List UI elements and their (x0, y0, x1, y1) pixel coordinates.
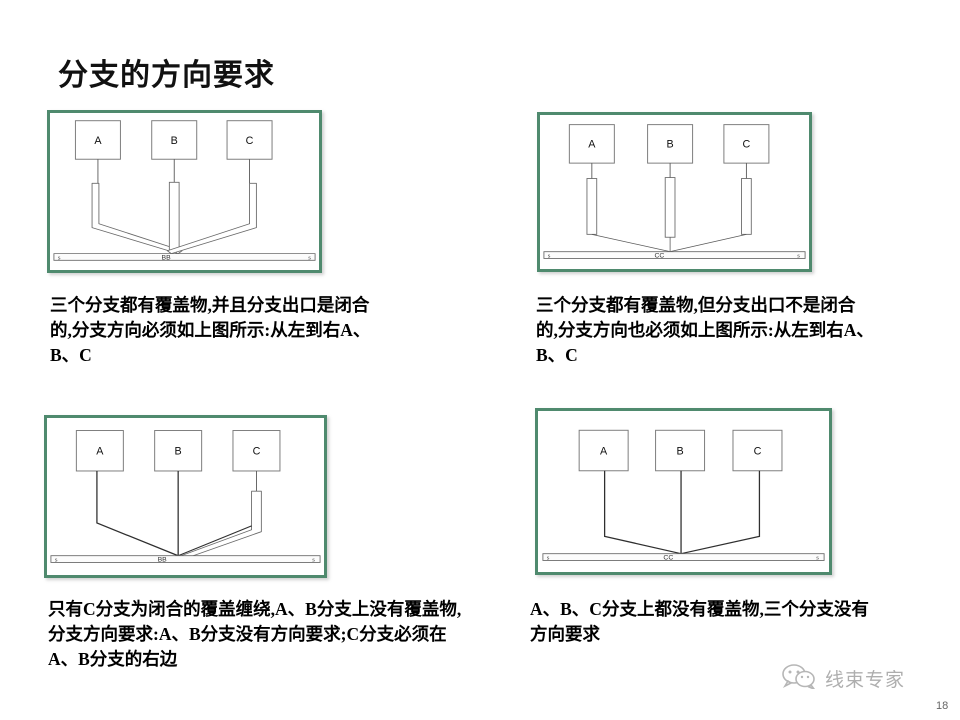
diagram-3-canvas: A B C s s BB (47, 418, 324, 575)
connector-label-a: A (600, 445, 608, 457)
trunk-end-mark-left: s (58, 254, 61, 261)
plain-wire-a (603, 470, 682, 555)
sleeve-a-long (586, 178, 598, 235)
connector-box-a (75, 430, 124, 472)
connector-box-a (74, 120, 121, 160)
wechat-icon-svg (782, 664, 817, 691)
trunk-end-mark-left: s (547, 555, 550, 562)
connector-label-b: B (676, 445, 683, 457)
connector-box-a (568, 124, 615, 164)
page-title: 分支的方向要求 (58, 59, 275, 92)
trunk-bar (53, 253, 316, 261)
open-wire-a (591, 233, 671, 253)
connector-label-c: C (253, 446, 261, 458)
connector-box-c (226, 120, 273, 160)
connector-label-b: B (175, 446, 182, 458)
connector-box-c (723, 124, 770, 164)
sleeve-c-bent (166, 182, 257, 255)
diagram-4-canvas: A B C s s CC (538, 411, 829, 572)
connector-label-a: A (588, 139, 596, 151)
plain-wire-c (680, 470, 761, 555)
trunk-bar (543, 251, 806, 259)
plain-wire-c-core (177, 525, 252, 557)
connector-label-a: A (96, 446, 104, 458)
caption-diagram-2: 三个分支都有覆盖物,但分支出口不是闭合的,分支方向也必须如上图所示:从左到右A、… (536, 295, 874, 365)
sleeve-c-bent (180, 490, 262, 560)
wechat-icon (782, 663, 817, 694)
connector-label-b: B (171, 135, 178, 147)
trunk-label: CC (654, 252, 664, 259)
connector-label-c: C (743, 139, 751, 151)
sleeve-a-bent (91, 182, 183, 255)
trunk-bar (50, 555, 321, 563)
connector-label-c: C (246, 135, 254, 147)
connector-label-a: A (94, 135, 102, 147)
connector-box-b (151, 120, 198, 160)
connector-box-c (232, 430, 281, 472)
plain-wire-a (96, 470, 179, 557)
trunk-end-mark-left: s (548, 252, 551, 259)
diagram-1-canvas: A B C s s BB (50, 113, 319, 270)
diagram-4-svg: A B C s s CC (542, 429, 825, 562)
diagram-2-canvas: A B C s s CC (540, 115, 809, 269)
trunk-end-mark-right: s (308, 254, 311, 261)
diagram-panel-1: A B C s s BB (47, 110, 322, 273)
trunk-end-mark-right: s (312, 557, 315, 564)
caption-diagram-4: A、B、C分支上都没有覆盖物,三个分支没有方向要求 (530, 599, 869, 644)
watermark: 线束专家 (782, 663, 905, 694)
diagram-2-svg: A B C s s CC (543, 124, 806, 259)
open-wire-c (670, 233, 747, 253)
sleeve-b-long (664, 177, 676, 238)
sleeve-c-long (741, 178, 752, 235)
trunk-label: CC (663, 555, 673, 562)
diagram-panel-4: A B C s s CC (535, 408, 832, 575)
watermark-label: 线束专家 (825, 670, 906, 691)
caption-diagram-3: 只有C分支为闭合的覆盖缠绕,A、B分支上没有覆盖物,分支方向要求:A、B分支没有… (48, 599, 462, 669)
caption-diagram-1: 三个分支都有覆盖物,并且分支出口是闭合的,分支方向必须如上图所示:从左到右A、B… (50, 295, 371, 365)
diagram-1-svg: A B C s s BB (53, 120, 316, 261)
trunk-end-mark-left: s (55, 557, 58, 564)
diagram-panel-2: A B C s s CC (537, 112, 812, 272)
connector-box-b (154, 430, 203, 472)
connector-box-c (732, 429, 783, 472)
connector-label-b: B (667, 139, 674, 151)
diagram-3-svg: A B C s s BB (50, 430, 321, 564)
connector-box-b (655, 429, 706, 472)
trunk-end-mark-right: s (816, 555, 819, 562)
diagram-panel-3: A B C s s BB (44, 415, 327, 578)
connector-box-b (647, 124, 694, 164)
trunk-label: BB (162, 254, 172, 261)
trunk-end-mark-right: s (797, 252, 800, 259)
trunk-bar (542, 553, 825, 561)
connector-label-c: C (754, 445, 762, 457)
connector-box-a (578, 429, 629, 472)
page-number: 18 (936, 700, 949, 712)
sleeve-b-straight (168, 181, 180, 252)
trunk-label: BB (158, 557, 168, 564)
